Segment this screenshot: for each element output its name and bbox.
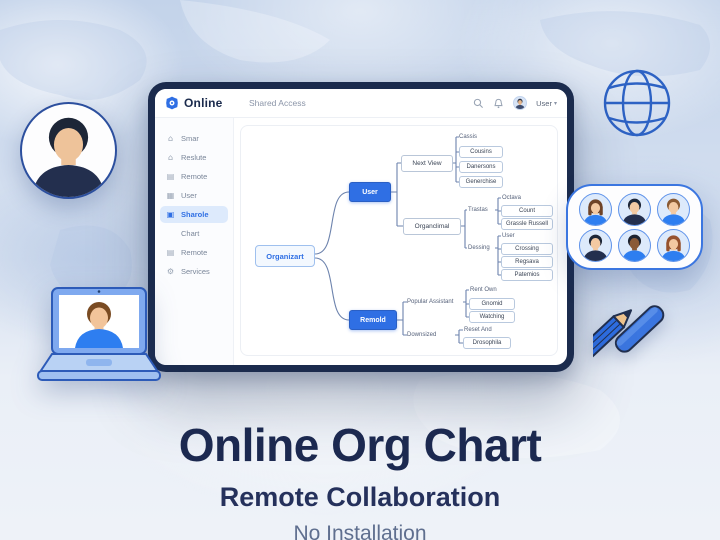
orgchart-leaf[interactable]: Cassis <box>459 134 478 140</box>
orgchart-leaf[interactable]: User <box>502 233 515 239</box>
pencil-illustration <box>593 305 665 366</box>
calendar-icon: ▦ <box>166 191 175 200</box>
orgchart-leaf[interactable]: Rent Own <box>470 287 497 293</box>
user-menu[interactable]: User ▾ <box>536 99 557 108</box>
orgchart-leaf[interactable]: Octava <box>502 195 522 201</box>
orgchart-leaf[interactable]: Reset And <box>464 327 492 333</box>
sidebar-item-remote[interactable]: ▤ Remote <box>166 172 208 181</box>
sidebar-item-user[interactable]: ▦ User <box>166 191 197 200</box>
nav-shared-access[interactable]: Shared Access <box>249 98 306 108</box>
sidebar-item-remote-2[interactable]: ▤ Remote <box>166 248 208 257</box>
orgchart-canvas[interactable]: Organizart User Remold Next View Organcl… <box>240 125 558 356</box>
orgchart-leaf[interactable]: Cousins <box>459 146 503 158</box>
team-member-avatar <box>657 193 691 226</box>
orgchart-leaf[interactable]: Drosophila <box>463 337 511 349</box>
chevron-down-icon: ▾ <box>553 99 557 107</box>
orgchart-leaf[interactable]: Regsava <box>501 256 553 268</box>
hero-subtitle: Remote Collaboration <box>219 482 501 512</box>
bell-icon[interactable] <box>493 98 504 109</box>
hero-title: Online Org Chart <box>178 419 542 471</box>
orgchart-leaf[interactable]: Grassle Russell <box>501 218 553 230</box>
orgchart-connectors <box>314 136 501 344</box>
laptop-illustration <box>37 287 161 381</box>
team-member-avatar <box>578 229 612 262</box>
team-member-avatar <box>617 229 651 262</box>
orgchart-box-next-view[interactable]: Next View <box>401 155 453 172</box>
orgchart-group-label: Popular Assistant <box>407 299 454 305</box>
app-window: Online Shared Access User ▾ <box>148 82 574 372</box>
home-icon: ⌂ <box>167 153 174 162</box>
orgchart-leaf[interactable]: Patemios <box>501 269 553 281</box>
folder-icon: ▤ <box>166 248 175 257</box>
person-avatar-illustration <box>20 102 117 199</box>
brand: Online <box>165 96 235 110</box>
sidebar: ⌂ Smar ⌂ Reslute ▤ Remote ▦ User ▣ Sharo… <box>155 118 234 365</box>
orgchart-group-label: Downsized <box>407 332 437 338</box>
globe-icon <box>603 69 671 137</box>
orgchart-leaf[interactable]: Generchise <box>459 176 503 188</box>
team-member-avatar <box>617 193 651 226</box>
search-icon[interactable] <box>473 98 484 109</box>
orgchart-leaf[interactable]: Gnomid <box>469 298 515 310</box>
gear-logo-icon <box>166 96 178 110</box>
sidebar-item-smar[interactable]: ⌂ Smar <box>167 134 199 143</box>
orgchart-group-label: Dessing <box>468 245 490 251</box>
man-illustration <box>32 118 105 197</box>
orgchart-leaf[interactable]: Count <box>501 205 553 217</box>
buildings-icon: ⌂ <box>167 134 174 143</box>
sidebar-item-sharole-active[interactable]: ▣ Sharole <box>160 206 228 223</box>
sidebar-item-services[interactable]: ⚙ Services <box>166 267 210 276</box>
hero-text-block: Online Org Chart Remote Collaboration No… <box>0 418 720 540</box>
brand-name: Online <box>184 96 223 110</box>
orgchart-leaf[interactable]: Danersons <box>459 161 503 173</box>
sidebar-subitem-chart[interactable]: Chart <box>181 229 200 238</box>
team-avatars-card <box>566 184 703 270</box>
orgchart-leaf[interactable]: Crossing <box>501 243 553 255</box>
team-member-avatar <box>578 193 612 226</box>
team-member-avatar <box>657 229 691 262</box>
orgchart-root-node[interactable]: Organizart <box>255 245 315 267</box>
orgchart-group-label: Trastas <box>468 207 488 213</box>
app-topbar: Online Shared Access User ▾ <box>155 89 567 118</box>
user-menu-label: User <box>536 98 552 108</box>
orgchart-box-organclimal[interactable]: Organclimal <box>403 218 461 235</box>
orgchart-node-user[interactable]: User <box>349 182 391 202</box>
gear-icon: ⚙ <box>166 267 175 276</box>
document-icon: ▤ <box>166 172 175 181</box>
orgchart-node-remold[interactable]: Remold <box>349 310 397 330</box>
briefcase-icon: ▣ <box>166 210 175 219</box>
sidebar-item-reslute[interactable]: ⌂ Reslute <box>167 153 207 162</box>
user-avatar[interactable] <box>513 96 528 110</box>
hero-tagline: No Installation <box>293 522 427 540</box>
orgchart-leaf[interactable]: Watching <box>469 311 515 323</box>
